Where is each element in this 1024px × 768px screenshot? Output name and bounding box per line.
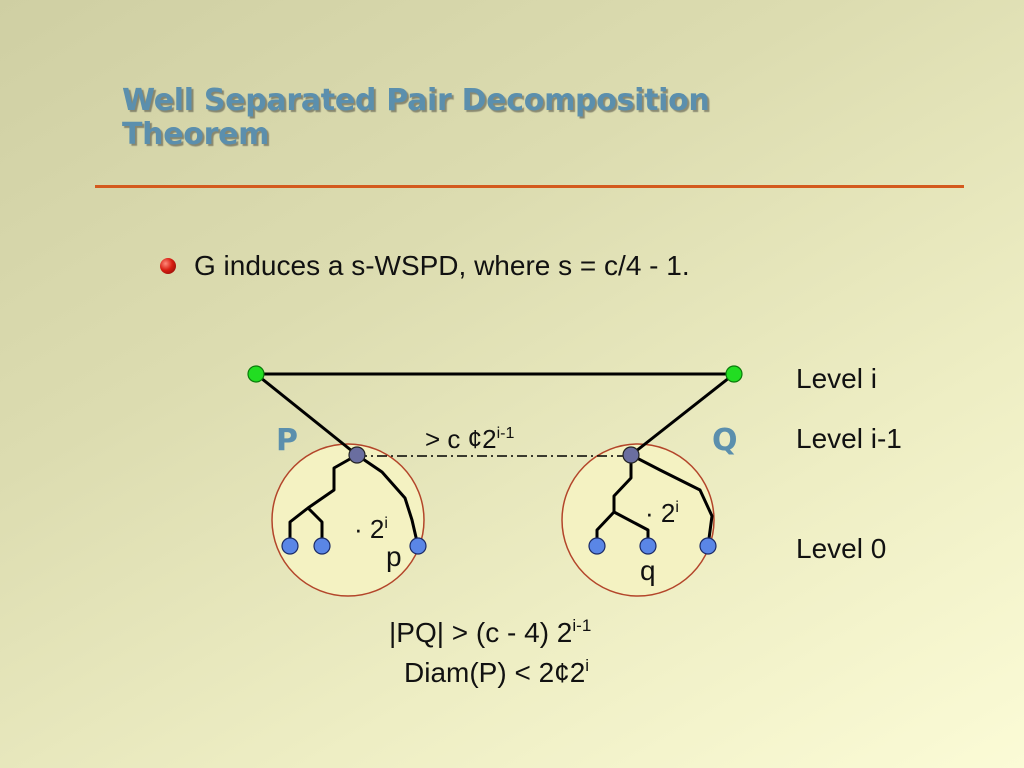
formula-diameter: Diam(P) < 2¢2i [404, 656, 589, 688]
edge-top-left-to-p [255, 372, 358, 457]
distance-label: > c ¢2i-1 [425, 424, 514, 454]
level-i-minus-1-label: Level i-1 [796, 423, 902, 454]
leaf-q-2 [639, 537, 657, 555]
point-q-label: q [640, 555, 656, 586]
edge-top-right-to-q [630, 372, 735, 457]
leaf-p-1 [281, 537, 299, 555]
node-top-right [725, 365, 743, 383]
bullet-icon [160, 258, 176, 274]
node-top-left [247, 365, 265, 383]
slide-title: Well Separated Pair Decomposition Theore… [122, 83, 710, 152]
leaf-p-2 [313, 537, 331, 555]
title-line-1: Well Separated Pair Decomposition [122, 83, 710, 118]
title-line-2: Theorem [122, 117, 270, 152]
bullet-text: G induces a s-WSPD, where s = c/4 - 1. [194, 250, 690, 281]
node-q-root [622, 446, 640, 464]
leaf-q-3 [699, 537, 717, 555]
radius-label-p: · 2i [354, 514, 388, 544]
radius-label-q: · 2i [645, 498, 679, 528]
level-i-label: Level i [796, 363, 877, 394]
leaf-q-1 [588, 537, 606, 555]
node-p-root [348, 446, 366, 464]
level-0-label: Level 0 [796, 533, 886, 564]
title-divider [95, 185, 964, 188]
point-p-label: p [386, 541, 402, 572]
set-q-label: Q [712, 423, 738, 458]
cluster-p-circle [271, 443, 425, 597]
leaf-p-3 [409, 537, 427, 555]
formula-distance: |PQ| > (c - 4) 2i-1 [389, 616, 591, 648]
set-p-label: P [276, 423, 298, 458]
cluster-q-circle [561, 443, 715, 597]
